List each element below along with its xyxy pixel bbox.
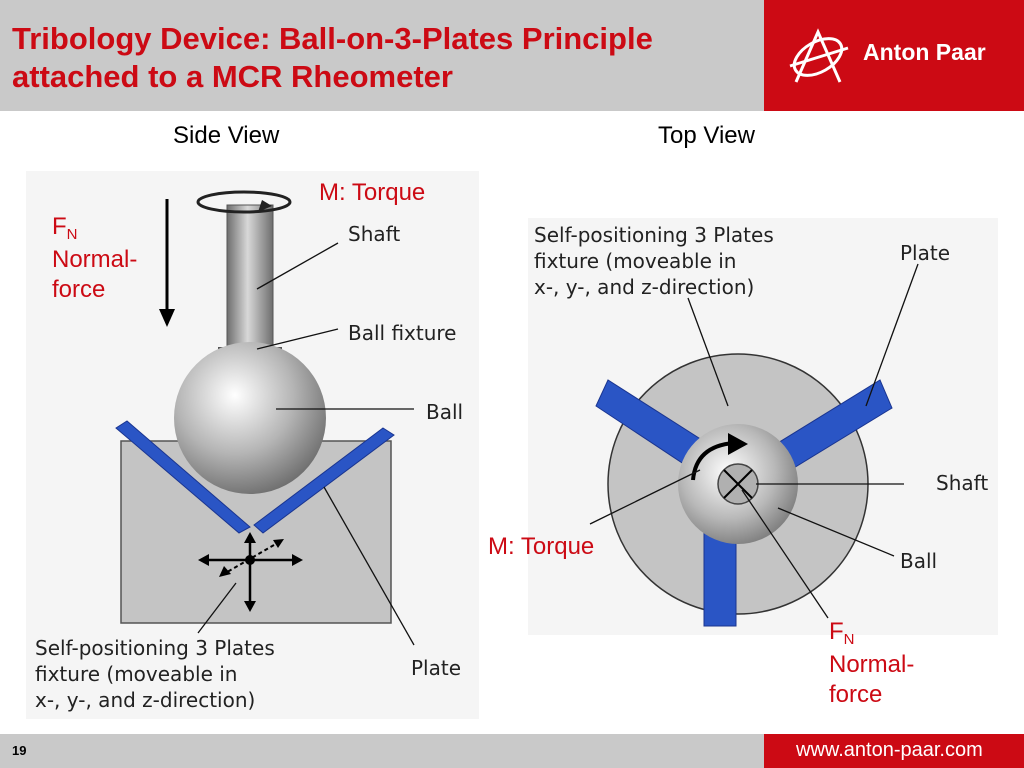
side-force-text: Normal- force <box>52 246 138 303</box>
brand-logo-icon <box>789 28 849 83</box>
brand-name: Anton Paar <box>863 39 986 65</box>
page-number: 19 <box>12 743 27 758</box>
plate-left-shape <box>115 420 251 534</box>
top-fixture-label: Self-positioning 3 Plates fixture (movea… <box>534 223 774 299</box>
side-torque-label: M: Torque <box>319 179 426 206</box>
footer-brand-box <box>764 734 1024 768</box>
top-force-text: Normal- force <box>829 651 915 708</box>
movement-cross-icon <box>245 555 255 565</box>
shaft-label: Shaft <box>348 222 401 246</box>
slide-title: Tribology Device: Ball-on-3-Plates Princ… <box>12 21 653 94</box>
shaft-shape <box>226 204 274 348</box>
torque-arrow-icon <box>728 433 748 455</box>
top-view-panel: Self-positioning 3 Plates fixture (movea… <box>528 218 998 635</box>
top-view-diagram <box>589 263 919 627</box>
top-view-title: Top View <box>658 122 755 149</box>
top-plate-label: Plate <box>900 241 951 265</box>
top-ball-label: Ball <box>900 549 938 573</box>
side-view-diagram <box>115 190 415 646</box>
top-shaft-label: Shaft <box>936 471 989 495</box>
side-force-symbol: FN <box>52 213 78 243</box>
ball-fixture-label: Ball fixture <box>348 321 457 345</box>
ball-label: Ball <box>426 400 464 424</box>
top-force-symbol: FN <box>829 618 855 648</box>
torque-arrow-icon <box>196 190 292 214</box>
side-view-title: Side View <box>173 122 280 149</box>
plate-label: Plate <box>411 656 462 680</box>
side-view-panel: Shaft Ball fixture Ball Plate Self-posit… <box>26 171 479 719</box>
top-torque-label: M: Torque <box>488 533 595 560</box>
fixture-label: Self-positioning 3 Plates fixture (movea… <box>35 636 275 712</box>
plate-right-shape <box>253 427 395 534</box>
website-url: www.anton-paar.com <box>796 739 983 761</box>
normal-force-arrow-icon <box>159 309 175 327</box>
shaft-cross-icon <box>723 469 753 499</box>
ball-shape <box>174 342 326 494</box>
